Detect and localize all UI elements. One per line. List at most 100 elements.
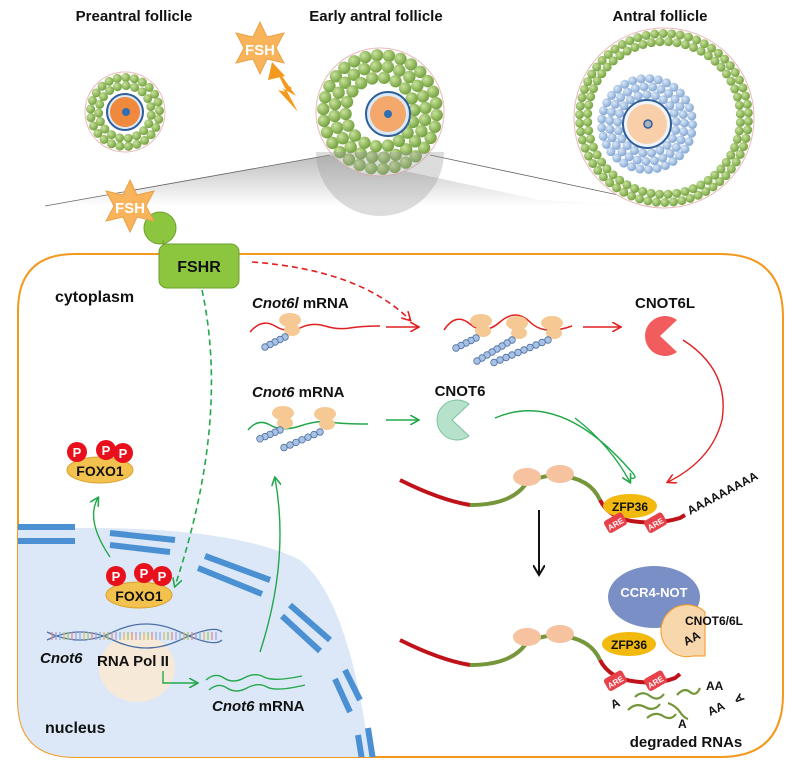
stage-title-antral: Antral follicle	[612, 8, 707, 25]
cumulus-cell	[671, 142, 681, 152]
granulosa-cell	[105, 85, 115, 95]
cnot6-mrna-label: Cnot6 mRNA	[252, 384, 345, 401]
granulosa-cell	[403, 70, 416, 84]
ribosome	[272, 406, 294, 429]
granulosa-cell	[608, 56, 618, 66]
granulosa-cell	[735, 117, 745, 127]
peptide-chain	[256, 426, 284, 443]
granulosa-cell	[388, 160, 401, 174]
granulosa-cell	[743, 125, 753, 135]
are-element	[643, 670, 667, 691]
phosphate-icon	[152, 566, 172, 586]
granulosa-cell	[398, 82, 412, 95]
granulosa-cell	[592, 150, 602, 160]
cumulus-cell	[611, 140, 621, 150]
granulosa-cell	[588, 158, 598, 168]
cumulus-cell	[670, 94, 680, 104]
granulosa-cell	[615, 175, 625, 185]
granulosa-cell	[597, 69, 607, 79]
granulosa-cell	[430, 108, 443, 122]
granulosa-cell	[416, 90, 430, 103]
granulosa-cell	[426, 85, 440, 98]
granulosa-cell	[354, 76, 368, 90]
granulosa-cell	[365, 150, 379, 164]
granulosa-cell	[721, 69, 731, 79]
fsh-label-bound: FSH	[115, 200, 145, 217]
granulosa-cell	[346, 85, 359, 98]
granulosa-cell	[603, 49, 613, 59]
cumulus-cell	[617, 147, 627, 157]
granulosa-cell	[333, 145, 346, 159]
fragment-label: A	[608, 695, 622, 711]
granulosa-cell	[699, 39, 709, 49]
granulosa-cell	[107, 139, 117, 149]
granulosa-cell	[583, 117, 593, 127]
granulosa-cell	[626, 191, 636, 201]
phosphate-label: P	[158, 569, 167, 584]
cumulus-cell	[687, 111, 697, 121]
granulosa-cell	[97, 81, 107, 91]
phosphate-icon	[134, 563, 154, 583]
granulosa-cell	[144, 82, 154, 92]
granulosa-cell	[94, 108, 104, 118]
granulosa-cell	[742, 99, 752, 109]
granulosa-cell	[130, 82, 140, 92]
granulosa-cell	[381, 139, 395, 152]
granulosa-cell	[726, 150, 736, 160]
granulosa-cell	[726, 164, 736, 174]
cumulus-cell	[642, 90, 652, 100]
granulosa-cell	[358, 62, 371, 76]
granulosa-cell	[701, 186, 711, 196]
peptide-chain	[473, 336, 516, 365]
granulosa-cell	[424, 131, 437, 145]
cumulus-cell	[656, 84, 666, 94]
cumulus-cell	[662, 140, 672, 150]
cumulus-cell	[635, 164, 645, 174]
cumulus-cell	[660, 161, 670, 171]
ribosome	[513, 468, 541, 486]
granulosa-cell	[417, 141, 431, 155]
cumulus-cell	[687, 128, 697, 138]
nucleus-region	[18, 524, 376, 757]
fragment-label: AA	[705, 699, 727, 719]
zoom-line-left	[44, 154, 331, 207]
cumulus-cell	[669, 108, 679, 118]
granulosa-cell	[336, 132, 349, 145]
cumulus-cell	[664, 88, 674, 98]
granulosa-cell	[641, 30, 651, 40]
granulosa-cell	[86, 113, 96, 123]
granulosa-cell	[132, 131, 142, 141]
cumulus-cell	[680, 144, 690, 154]
stage-title-early-antral: Early antral follicle	[309, 8, 442, 25]
granulosa-cells	[575, 29, 753, 207]
granulosa-cell	[132, 139, 142, 149]
granulosa-cell	[377, 151, 391, 164]
cumulus-cell	[676, 135, 686, 145]
granulosa-cell	[734, 75, 744, 85]
granulosa-cell	[597, 55, 607, 65]
granulosa-cell	[725, 61, 735, 71]
granulosa-cell	[87, 96, 97, 106]
granulosa-cell	[415, 125, 428, 138]
granulosa-cell	[663, 189, 673, 199]
granulosa-cell	[643, 196, 653, 206]
granulosa-cell	[667, 29, 677, 39]
preantral-follicle	[84, 71, 166, 153]
granulosa-cell	[358, 136, 371, 149]
granulosa-cell	[342, 153, 356, 166]
granulosa-cell	[399, 156, 412, 169]
granulosa-cell	[586, 134, 596, 144]
granulosa-cell	[735, 109, 745, 119]
granulosa-cell	[154, 114, 164, 124]
amino-acid	[310, 430, 318, 439]
amino-acid	[304, 433, 312, 441]
ribosome	[506, 316, 528, 339]
granulosa-cell	[137, 87, 147, 97]
cumulus-cell	[675, 101, 685, 111]
are-element	[643, 512, 667, 533]
cumulus-cell	[619, 101, 629, 111]
cumulus-cell	[639, 82, 649, 92]
granulosa-cell	[326, 136, 339, 150]
granulosa-cell	[377, 71, 391, 84]
granulosa-cell	[685, 193, 695, 203]
